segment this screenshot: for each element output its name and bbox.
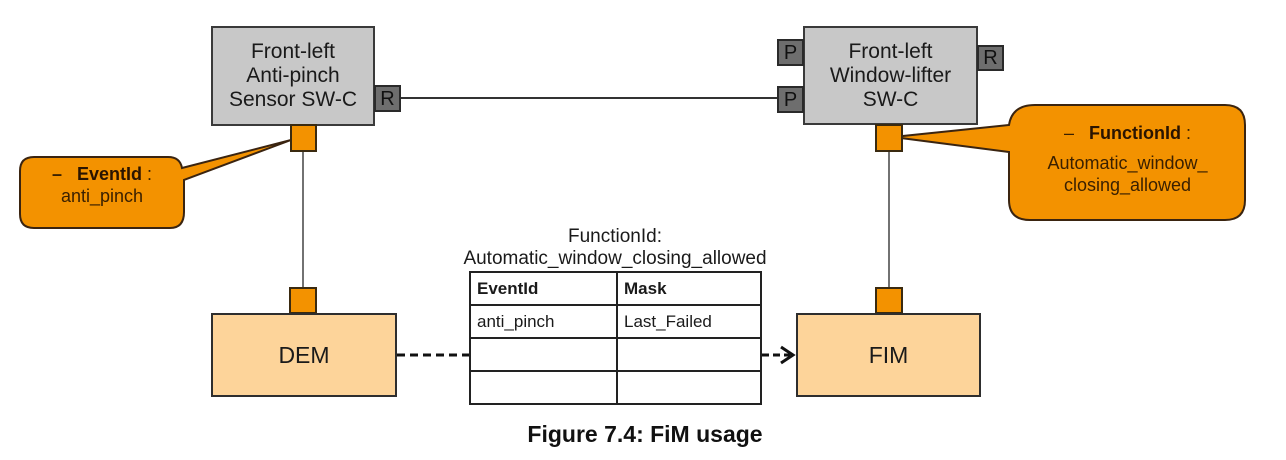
arrow-head-icon xyxy=(780,345,796,365)
sensor-swc-line-3: Sensor SW-C xyxy=(229,88,357,111)
function-callout-value-2: closing_allowed xyxy=(1063,175,1192,195)
sensor-swc-box[interactable]: Front-left Anti-pinch Sensor SW-C xyxy=(211,26,375,126)
table-cell xyxy=(616,370,762,405)
lifter-swc-box[interactable]: Front-left Window-lifter SW-C xyxy=(803,26,978,125)
event-callout-key: EventId xyxy=(77,164,143,184)
event-callout-shape xyxy=(19,139,292,229)
table-header-eventid: EventId xyxy=(469,271,618,306)
table-cell: anti_pinch xyxy=(469,304,618,339)
lifter-p-port-1-label: P xyxy=(783,41,798,64)
sensor-dem-port-top[interactable] xyxy=(290,124,317,152)
table-header-row: EventId Mask xyxy=(469,271,762,306)
fim-label: FIM xyxy=(868,341,909,368)
lifter-r-port-label: R xyxy=(983,47,998,69)
table-row: anti_pinch Last_Failed xyxy=(469,304,762,339)
lifter-p-port-1[interactable]: P xyxy=(777,39,804,66)
sensor-swc-line-2: Anti-pinch xyxy=(246,64,340,87)
sensor-swc-line-1: Front-left xyxy=(250,40,336,63)
function-callout: – FunctionId : Automatic_window_ closing… xyxy=(1015,122,1240,196)
table-header-mask: Mask xyxy=(616,271,762,306)
table-row xyxy=(469,337,762,372)
fim-port[interactable] xyxy=(875,287,903,314)
lifter-p-port-2[interactable]: P xyxy=(777,86,804,113)
dem-module[interactable]: DEM xyxy=(211,313,397,397)
event-mask-table: EventId Mask anti_pinch Last_Failed xyxy=(469,271,762,405)
lifter-swc-line-3: SW-C xyxy=(862,87,919,111)
table-caption: FunctionId: Automatic_window_closing_all… xyxy=(420,226,810,270)
event-callout-sep: : xyxy=(142,164,153,184)
figure-caption: Figure 7.4: FiM usage xyxy=(527,421,763,447)
sensor-r-port-label: R xyxy=(380,87,395,110)
function-callout-key: FunctionId xyxy=(1089,123,1181,143)
event-callout-bullet: – xyxy=(51,164,62,184)
dem-port[interactable] xyxy=(289,287,317,314)
function-callout-sep: : xyxy=(1181,123,1192,143)
table-cell xyxy=(469,337,618,372)
lifter-r-port[interactable]: R xyxy=(977,45,1004,71)
event-callout: – EventId : anti_pinch xyxy=(24,163,180,207)
table-cell xyxy=(469,370,618,405)
table-cell: Last_Failed xyxy=(616,304,762,339)
fim-module[interactable]: FIM xyxy=(796,313,981,397)
event-callout-value: anti_pinch xyxy=(60,186,144,206)
table-row xyxy=(469,370,762,405)
table-caption-line-2: Automatic_window_closing_allowed xyxy=(463,248,767,269)
lifter-swc-line-2: Window-lifter xyxy=(829,63,952,87)
dem-label: DEM xyxy=(278,341,330,368)
sensor-r-port[interactable]: R xyxy=(374,85,401,112)
table-caption-line-1: FunctionId: xyxy=(568,226,662,247)
function-callout-bullet: – xyxy=(1063,123,1074,143)
lifter-p-port-2-label: P xyxy=(783,88,798,111)
table-cell xyxy=(616,337,762,372)
lifter-swc-line-1: Front-left xyxy=(848,39,933,63)
function-callout-value-1: Automatic_window_ xyxy=(1047,153,1208,173)
lifter-fim-port-top[interactable] xyxy=(875,124,903,152)
function-callout-shape xyxy=(892,104,1246,221)
